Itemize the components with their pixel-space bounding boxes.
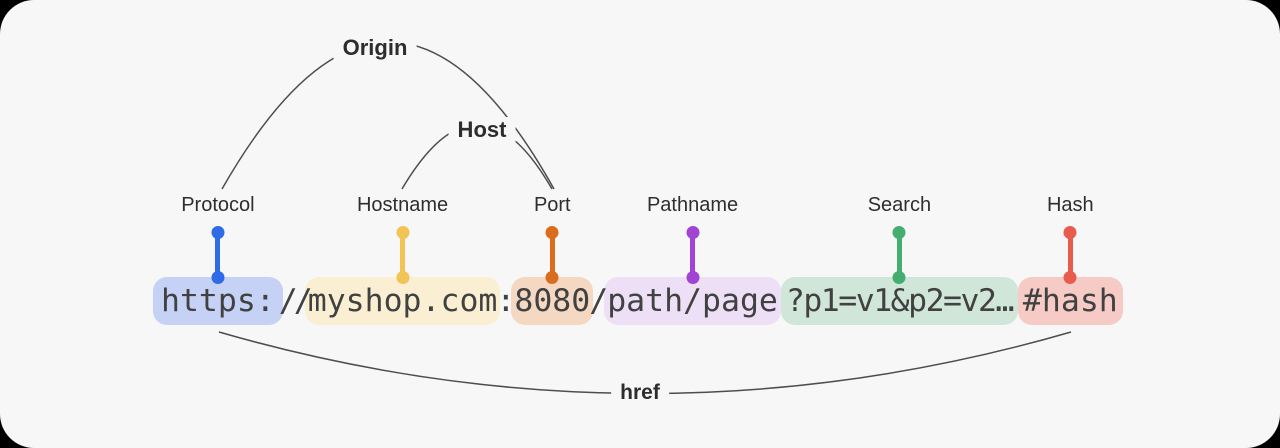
port-separator: : [496,283,516,319]
port-value: 8080 [514,283,591,319]
port-label: Port [533,194,571,216]
host-arc-label: Host [448,117,516,143]
search-connector-pin-icon [896,231,902,279]
origin-arc-label: Origin [333,35,417,61]
scheme-separator: // [278,283,313,319]
url-segment-pathname: Pathname path/page [604,194,781,325]
protocol-value: https: [161,283,275,319]
hostname-connector-pin-icon [400,231,406,279]
hostname-value: myshop.com [307,283,498,319]
hostname-label: Hostname [356,194,449,216]
hash-value: #hash [1022,283,1118,319]
url-segment-protocol: Protocol https: [153,194,283,325]
protocol-connector-pin-icon [215,231,221,279]
search-value: ?p1=v1&p2=v2… [785,283,1015,319]
url-segment-hostname: Hostname myshop.com [304,194,501,325]
hash-connector-pin-icon [1067,231,1073,279]
pathname-connector-pin-icon [690,231,696,279]
url-breakdown-row: Protocol https: // Hostname myshop.com :… [153,194,1123,325]
pathname-label: Pathname [646,194,739,216]
url-segment-search: Search ?p1=v1&p2=v2… [780,194,1018,325]
protocol-label: Protocol [181,194,255,216]
hash-label: Hash [1046,194,1094,216]
search-label: Search [867,194,932,216]
origin-arc [221,41,555,190]
path-separator: / [589,283,609,319]
pathname-value: path/page [607,283,778,319]
port-connector-pin-icon [549,231,555,279]
url-segment-port: Port 8080 [511,194,594,325]
href-arc-label: href [611,381,669,405]
url-segment-hash: Hash #hash [1017,194,1123,325]
